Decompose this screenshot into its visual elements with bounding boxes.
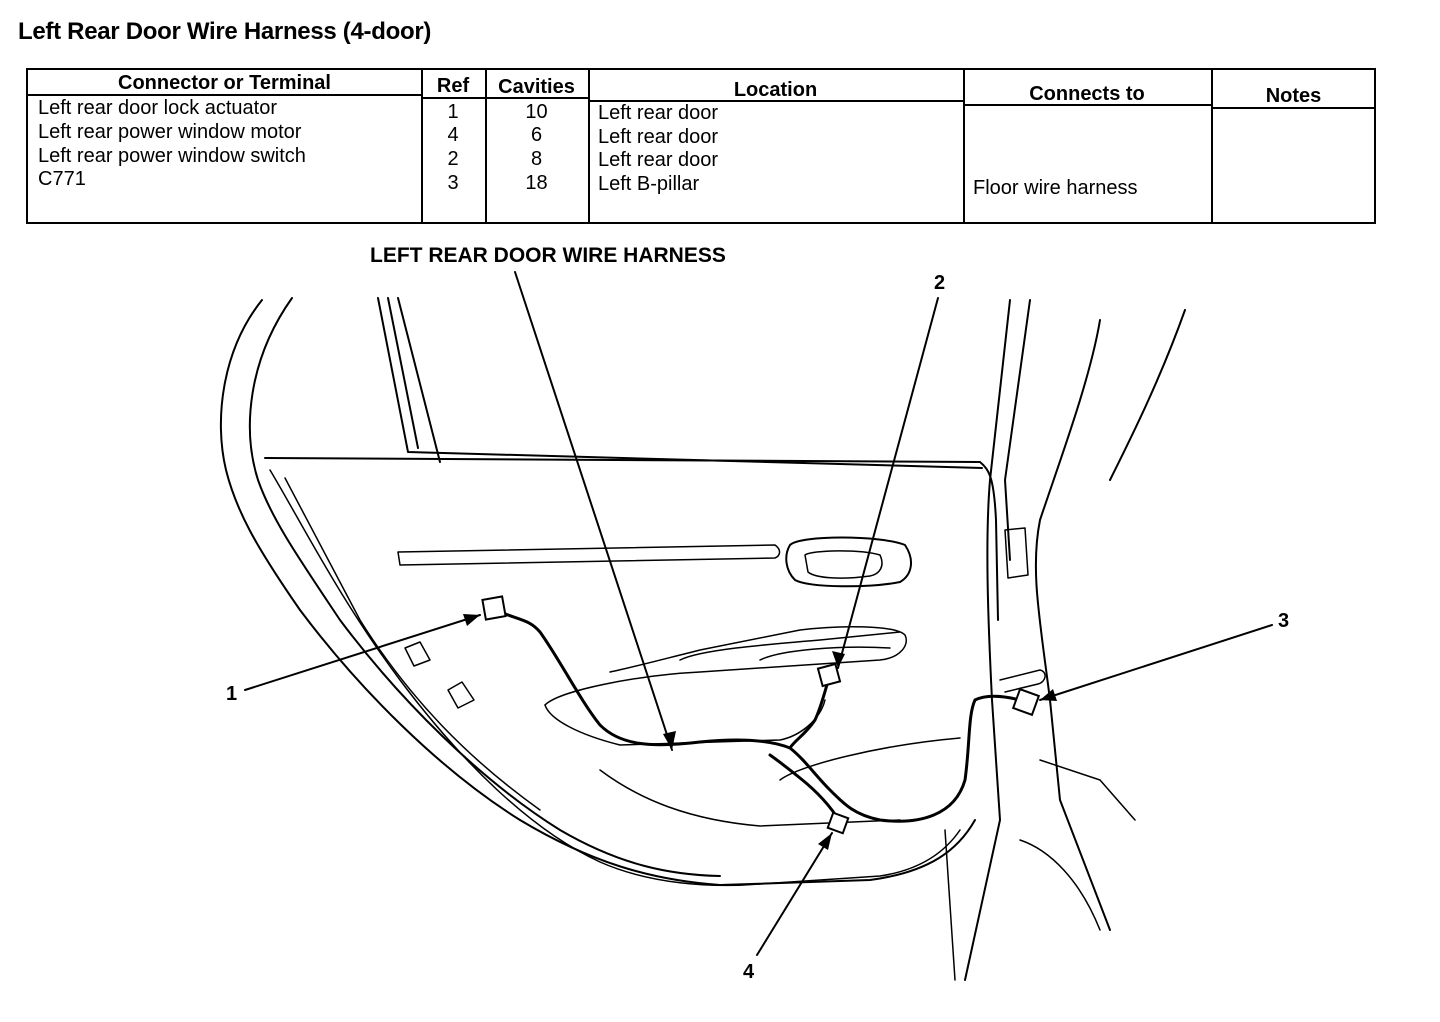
cell-ref: 1 xyxy=(447,101,459,123)
column-divider xyxy=(588,70,590,222)
callout-3: 3 xyxy=(1278,610,1290,632)
cell-connector: Left rear door lock actuator xyxy=(38,97,278,119)
door-panel-outline xyxy=(219,297,999,887)
cell-location: Left B-pillar xyxy=(598,173,700,195)
harness-branch-motor xyxy=(768,753,842,824)
header-rule xyxy=(588,100,963,102)
diagram-title: LEFT REAR DOOR WIRE HARNESS xyxy=(370,244,726,267)
cell-cavities: 18 xyxy=(525,172,548,194)
harness-branch-switch xyxy=(788,673,832,750)
header-cavities: Cavities xyxy=(498,76,575,98)
connector-1-lock-actuator xyxy=(481,595,507,621)
column-divider xyxy=(963,70,965,222)
header-connector: Connector or Terminal xyxy=(118,72,331,94)
cell-connects-to: Floor wire harness xyxy=(973,177,1138,199)
cell-cavities: 8 xyxy=(530,148,543,170)
header-rule xyxy=(963,104,1211,106)
cell-connector: C771 xyxy=(38,168,86,190)
connector-3-c771 xyxy=(1011,687,1041,717)
cell-connector: Left rear power window switch xyxy=(38,145,306,167)
cell-location: Left rear door xyxy=(598,102,719,124)
connector-4-window-motor xyxy=(826,811,850,835)
cell-location: Left rear door xyxy=(598,126,719,148)
page-title: Left Rear Door Wire Harness (4-door) xyxy=(18,18,432,45)
header-location: Location xyxy=(733,79,818,101)
b-pillar xyxy=(944,299,1186,981)
harness-wire xyxy=(498,610,1022,823)
column-divider xyxy=(485,70,487,222)
header-rule xyxy=(1211,107,1376,109)
cell-ref: 4 xyxy=(447,124,459,146)
header-ref: Ref xyxy=(436,75,470,97)
cell-cavities: 6 xyxy=(530,124,543,146)
cell-ref: 2 xyxy=(447,148,459,170)
column-divider xyxy=(1211,70,1213,222)
header-rule xyxy=(28,94,421,96)
callout-4: 4 xyxy=(743,961,755,983)
leader-lines xyxy=(244,271,1273,956)
door-trim-details xyxy=(397,536,961,827)
header-notes: Notes xyxy=(1265,85,1322,107)
callout-2: 2 xyxy=(934,272,946,294)
cell-connector: Left rear power window motor xyxy=(38,121,302,143)
header-connects-to: Connects to xyxy=(1029,83,1145,105)
cell-location: Left rear door xyxy=(598,149,719,171)
column-divider xyxy=(421,70,423,222)
connector-2-window-switch xyxy=(816,662,842,688)
callout-1: 1 xyxy=(226,683,238,705)
connector-table: Connector or Terminal Ref Cavities Locat… xyxy=(26,68,1376,224)
header-rule xyxy=(421,97,588,99)
cell-ref: 3 xyxy=(447,172,459,194)
cell-cavities: 10 xyxy=(525,101,548,123)
